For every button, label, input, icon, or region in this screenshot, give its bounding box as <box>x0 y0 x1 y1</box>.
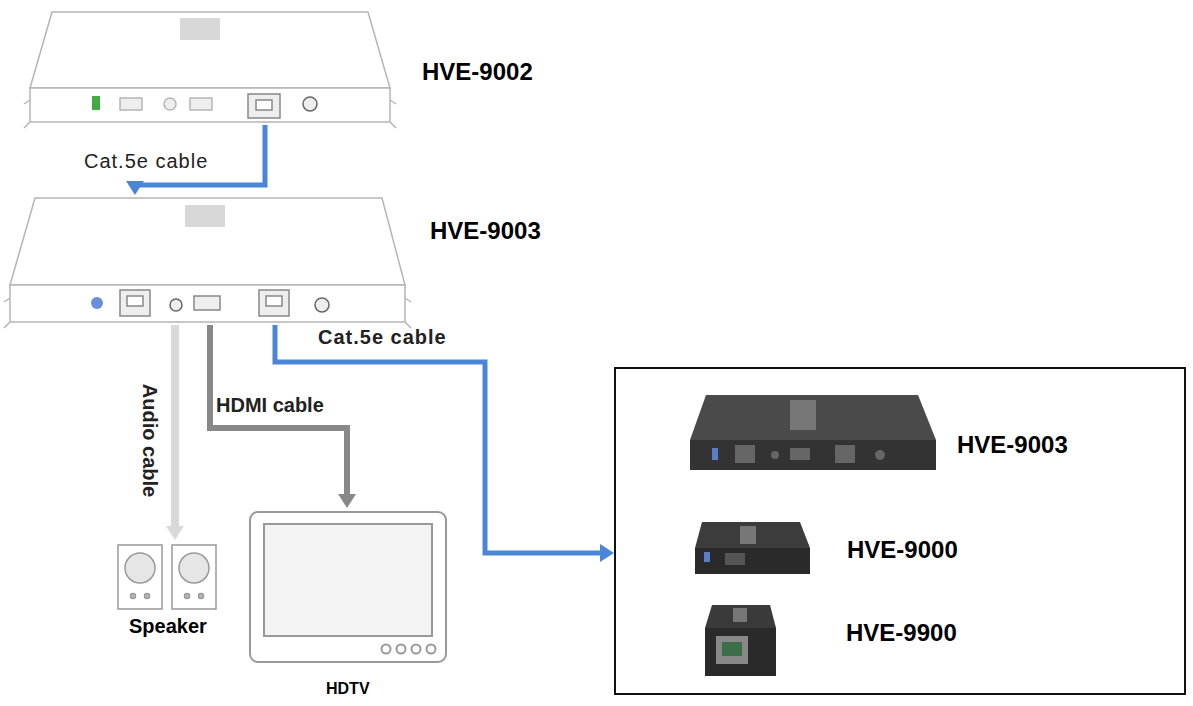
device-label: HVE-9002 <box>422 58 533 86</box>
cable-label: Cat.5e cable <box>318 326 447 349</box>
device-node: HVE-9900 <box>706 605 780 681</box>
hve-9003-dark-device <box>690 395 936 470</box>
device-node: Speaker <box>108 540 228 640</box>
device-label: HVE-9900 <box>846 619 957 647</box>
cable-line <box>275 325 600 553</box>
arrow-head <box>166 526 184 540</box>
hdtv-screen <box>250 512 446 662</box>
cable-label: HDMI cable <box>216 394 324 417</box>
cable-line <box>171 325 179 526</box>
hve-9000-device <box>695 522 810 574</box>
device-label: HVE-9003 <box>957 431 1068 459</box>
cable-label: Audio cable <box>138 384 161 497</box>
hve-9900-device <box>705 605 776 676</box>
cable-line <box>210 325 347 494</box>
hve-9003-device <box>4 198 411 328</box>
arrow-head <box>338 494 356 508</box>
device-node: HVE-9000 <box>697 522 814 578</box>
cable-connector <box>275 325 614 562</box>
device-node: HVE-9003 <box>10 195 405 325</box>
arrow-head <box>126 181 144 195</box>
device-node: HVE-9002 <box>30 10 390 125</box>
device-label: HDTV <box>326 680 370 698</box>
hve-9002-device <box>24 12 396 128</box>
speaker-pair <box>118 545 216 609</box>
device-label: HVE-9003 <box>430 217 541 245</box>
device-label: Speaker <box>129 615 207 638</box>
device-node: HDTV <box>246 508 450 700</box>
device-label: HVE-9000 <box>847 536 958 564</box>
cable-label: Cat.5e cable <box>84 150 208 173</box>
device-node: HVE-9003 <box>692 395 938 475</box>
product-option-box: HVE-9003HVE-9000HVE-9900 <box>614 367 1186 695</box>
cable-connector <box>166 325 184 540</box>
cable-connector <box>210 325 356 508</box>
arrow-head <box>600 544 614 562</box>
